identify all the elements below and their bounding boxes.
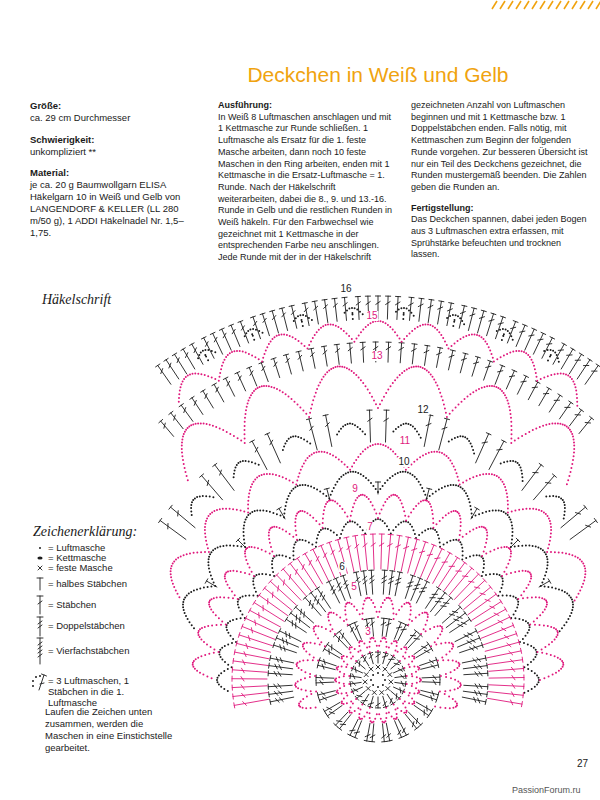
chain-dots [32, 307, 574, 694]
watermark: PassionForum.ru [512, 784, 581, 796]
slip-stitch-symbol [37, 557, 42, 560]
size-text: ca. 29 cm Durchmesser [30, 112, 205, 124]
legend-heading: Zeichenerklärung: [33, 524, 137, 540]
page-title: Deckchen in Weiß und Gelb [0, 62, 600, 88]
round-number: 11 [399, 436, 411, 446]
legend-entry: = halbes Stäbchen [48, 578, 127, 589]
difficulty-text: unkompliziert ** [30, 146, 205, 158]
section-heading: Größe: [30, 100, 205, 112]
finishing-text: Das Deckchen spannen, dabei jeden Bogen … [411, 214, 590, 261]
page-number: 27 [577, 758, 588, 770]
legend-entry: = feste Masche [48, 562, 113, 573]
legend-entry: = Doppelstäbchen [48, 620, 125, 631]
legend-entry: = 3 Luftmaschen, 1 Stäbchen in die 1. Lu… [48, 675, 166, 708]
legend-entry: = Kettmasche [48, 552, 106, 563]
chain-dots [170, 320, 587, 724]
round-number: 10 [397, 457, 410, 467]
material-text: je ca. 20 g Baumwollgarn ELISA Häkelgarn… [30, 179, 202, 239]
section-heading: Fertigstellung: [411, 203, 590, 215]
legend-entry: = Vierfachstäbchen [48, 645, 129, 656]
round-number: 5 [350, 582, 358, 592]
round-number: 16 [339, 284, 352, 294]
stitch-symbols [232, 534, 524, 708]
stitch-symbols [37, 296, 600, 742]
section-heading: Schwierigkeit: [30, 134, 205, 146]
section-heading: Material: [30, 167, 205, 179]
round-number: 9 [351, 484, 359, 494]
round-number: 15 [365, 311, 378, 321]
round-number: 3 [364, 627, 372, 637]
round-number: 12 [416, 405, 429, 415]
round-number: 7 [366, 522, 374, 532]
chart-heading: Häkelschrift [42, 292, 111, 308]
legend-note: Laufen die Zeichen unten zusammen, werde… [45, 706, 183, 754]
round-number: 13 [370, 351, 383, 361]
round-number: 6 [338, 562, 346, 572]
legend-entry: = Luftmasche [48, 542, 105, 553]
section-heading: Ausführung: [218, 100, 397, 112]
text-columns: Ausführung:In Weiß 8 Luftmaschen anschla… [218, 100, 590, 264]
legend-entry: = Stäbchen [48, 599, 96, 610]
top-decoration [492, 1, 600, 9]
